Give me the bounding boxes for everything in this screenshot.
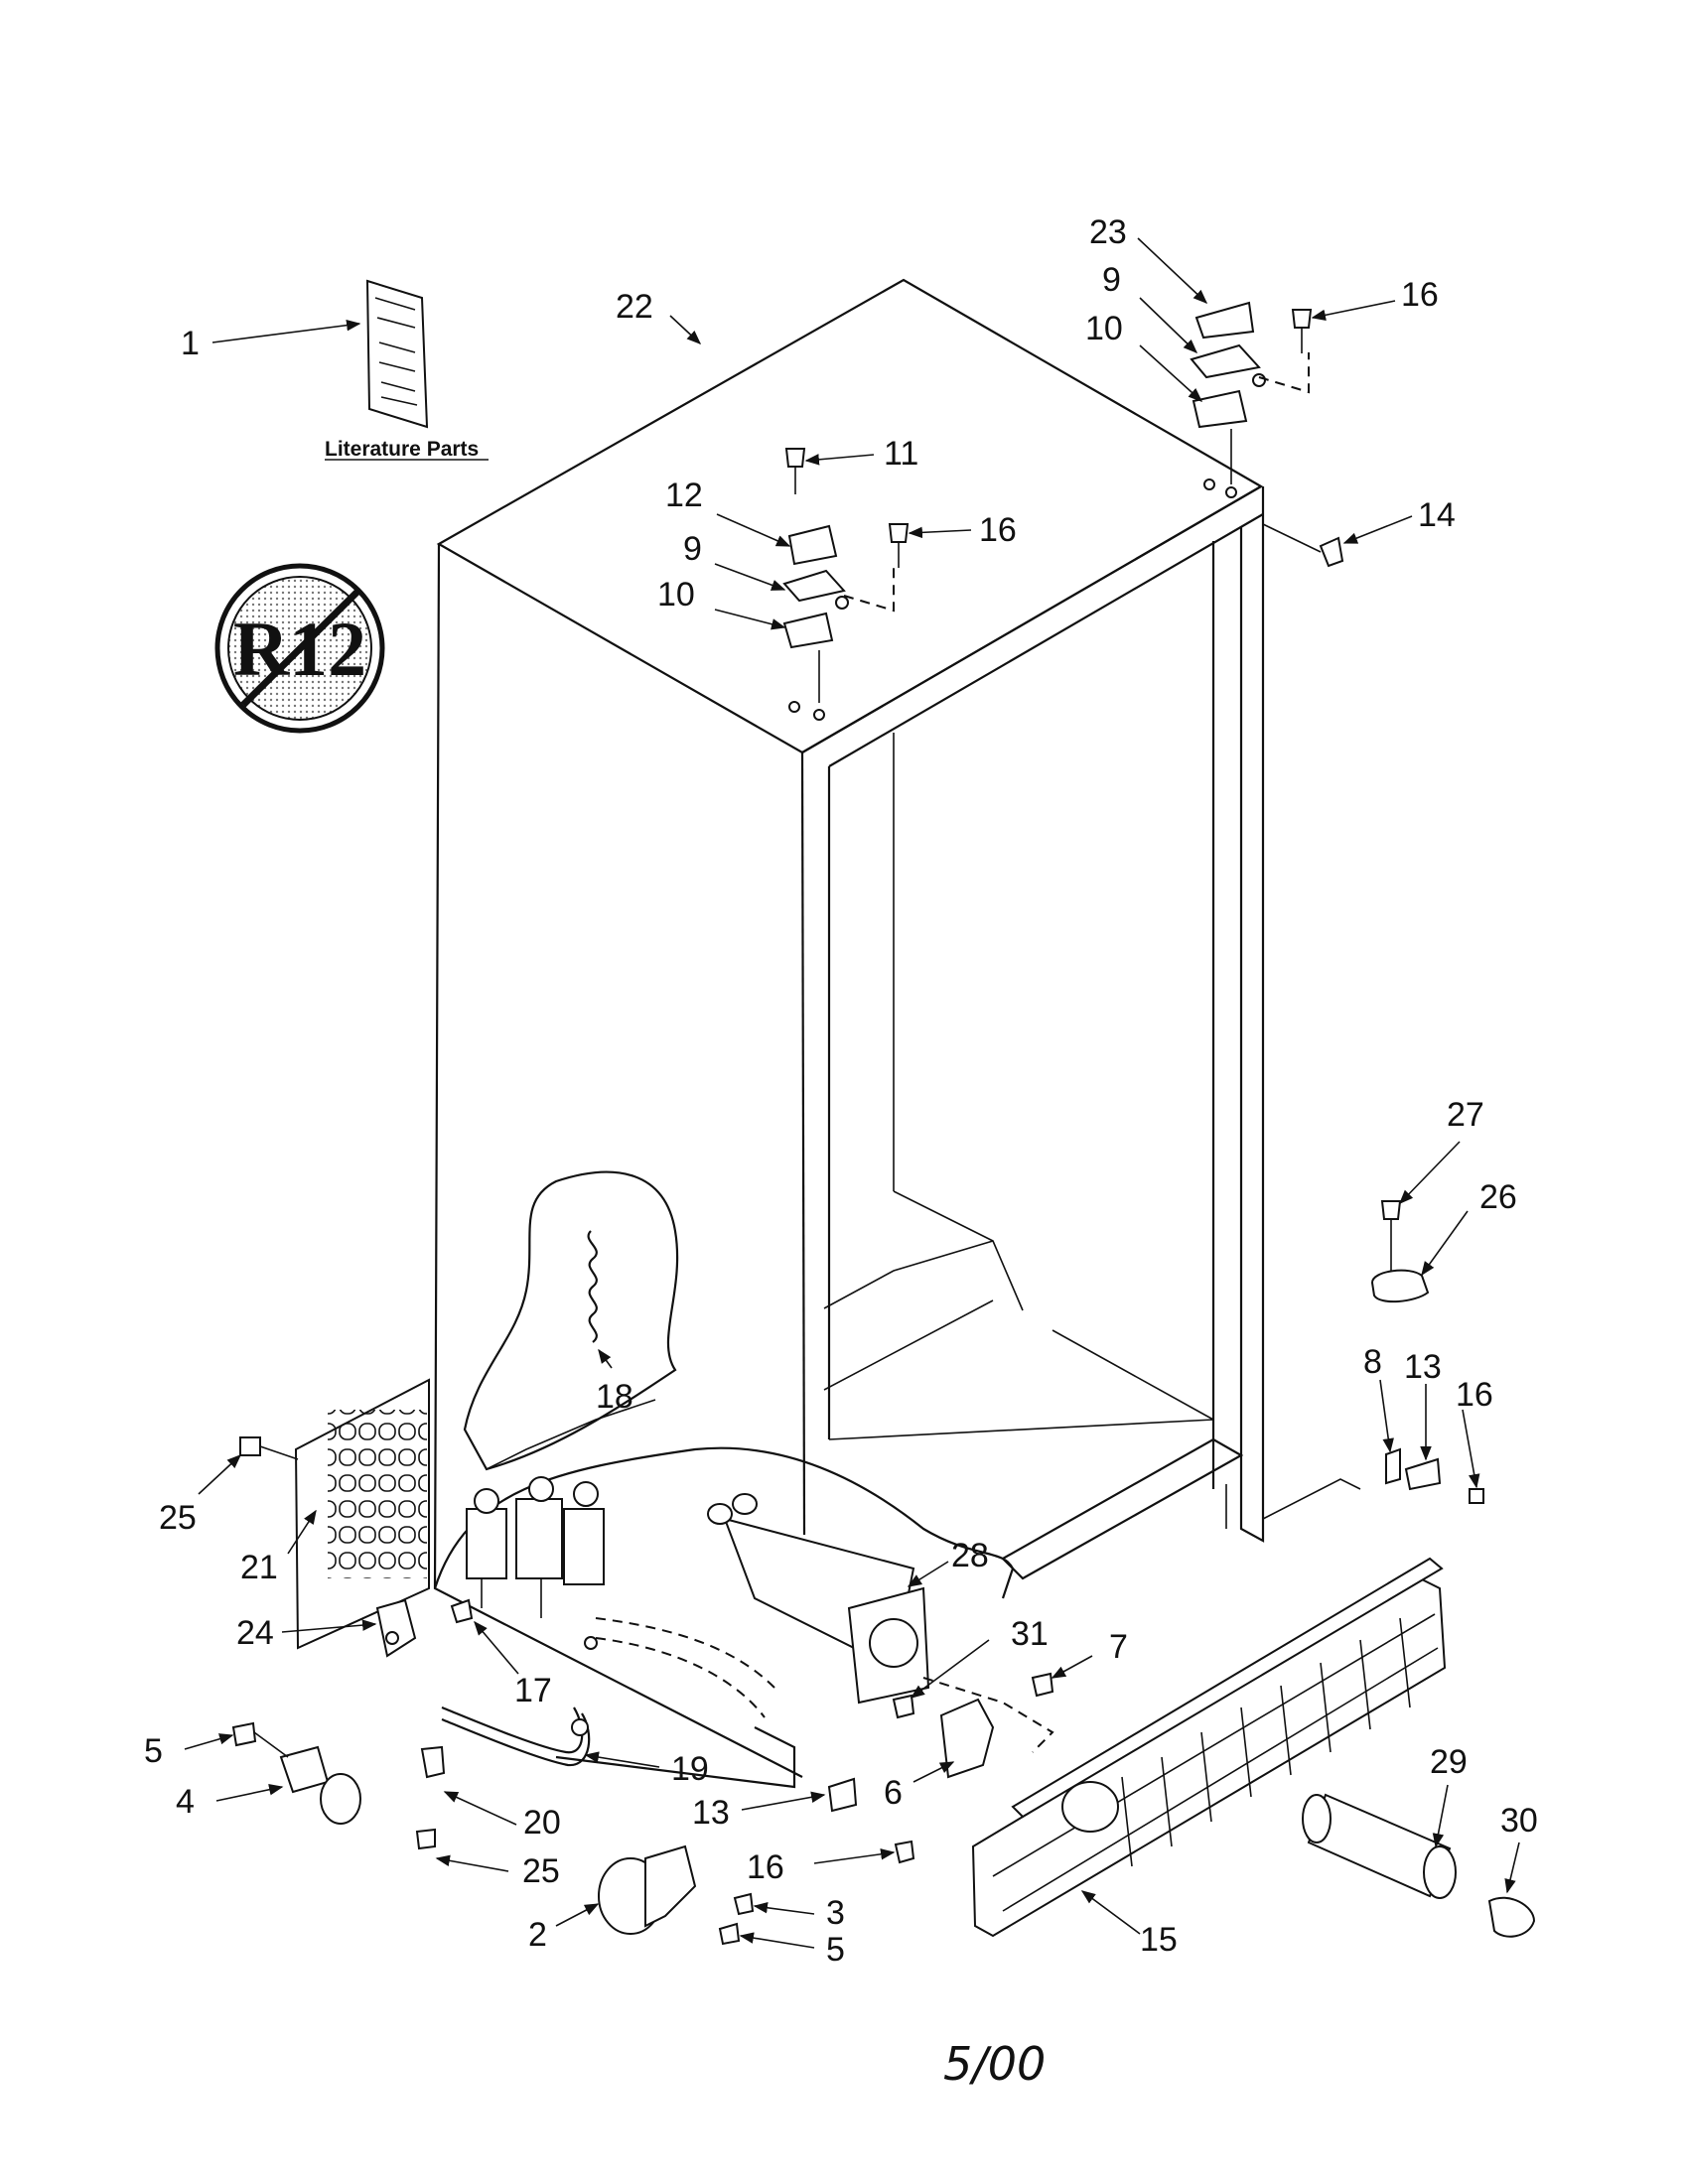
- callout-30: 30: [1500, 1802, 1538, 1840]
- callout-25: 25: [159, 1499, 197, 1537]
- rear-access-panel: [239, 1378, 430, 1650]
- callout-5: 5: [826, 1931, 845, 1969]
- callout-4: 4: [176, 1783, 195, 1821]
- callout-28: 28: [951, 1537, 989, 1574]
- water-filter: [1302, 1793, 1536, 1938]
- lower-hinge: [892, 1672, 1054, 1779]
- top-hinge-right: [1190, 301, 1344, 568]
- callout-16: 16: [1456, 1376, 1493, 1414]
- front-roller-assembly: [598, 1777, 915, 1946]
- no-r12-symbol: R12: [214, 563, 385, 734]
- callout-29: 29: [1430, 1743, 1468, 1781]
- callout-16: 16: [1401, 276, 1439, 314]
- top-hinge-left: [782, 448, 910, 721]
- callout-labels: 1 22 23 9 10 16 11 12 9 10 16 14 27 26 8…: [144, 213, 1538, 1969]
- callout-5: 5: [144, 1732, 163, 1770]
- callout-22: 22: [616, 288, 653, 326]
- rear-roller: [231, 1721, 361, 1825]
- literature-parts-card: [365, 279, 429, 429]
- callout-27: 27: [1447, 1096, 1484, 1134]
- callout-26: 26: [1479, 1178, 1517, 1216]
- callout-11: 11: [884, 435, 918, 473]
- callout-18: 18: [596, 1378, 633, 1416]
- literature-parts-label: Literature Parts: [325, 438, 479, 461]
- callout-2: 2: [528, 1916, 547, 1954]
- callout-6: 6: [884, 1774, 903, 1812]
- callout-8: 8: [1363, 1343, 1382, 1381]
- callout-10: 10: [1085, 310, 1123, 347]
- callout-15: 15: [1140, 1921, 1178, 1959]
- mounting-bracket: [375, 1598, 474, 1658]
- defrost-heater-coil: [587, 1230, 598, 1343]
- callout-19: 19: [671, 1750, 709, 1788]
- water-tube: [415, 1706, 591, 1850]
- callout-17: 17: [514, 1672, 552, 1709]
- callout-9: 9: [1102, 261, 1121, 299]
- callout-31: 31: [1011, 1615, 1049, 1653]
- date-stamp: 5/00: [943, 2037, 1046, 2091]
- callout-20: 20: [523, 1804, 561, 1842]
- callout-24: 24: [236, 1614, 274, 1652]
- callout-3: 3: [826, 1894, 845, 1932]
- callout-13: 13: [1404, 1348, 1442, 1386]
- callout-7: 7: [1109, 1628, 1128, 1666]
- right-leveling-parts: [1370, 1200, 1484, 1504]
- toe-grille: [971, 1557, 1447, 1938]
- callout-21: 21: [240, 1549, 278, 1586]
- cabinet: [433, 278, 1361, 1778]
- drain-tube: [707, 1493, 930, 1705]
- callout-25: 25: [522, 1852, 560, 1890]
- callout-14: 14: [1418, 496, 1456, 534]
- callout-13: 13: [692, 1794, 730, 1832]
- callout-1: 1: [181, 325, 200, 362]
- water-valve-assembly: [466, 1476, 605, 1618]
- callout-16: 16: [747, 1848, 784, 1886]
- callout-10: 10: [657, 576, 695, 614]
- callout-9: 9: [683, 530, 702, 568]
- machine-compartment-cutaway: [433, 1170, 1015, 1789]
- callout-16: 16: [979, 511, 1017, 549]
- leader-lines: [184, 237, 1520, 1949]
- callout-23: 23: [1089, 213, 1127, 251]
- callout-12: 12: [665, 477, 703, 514]
